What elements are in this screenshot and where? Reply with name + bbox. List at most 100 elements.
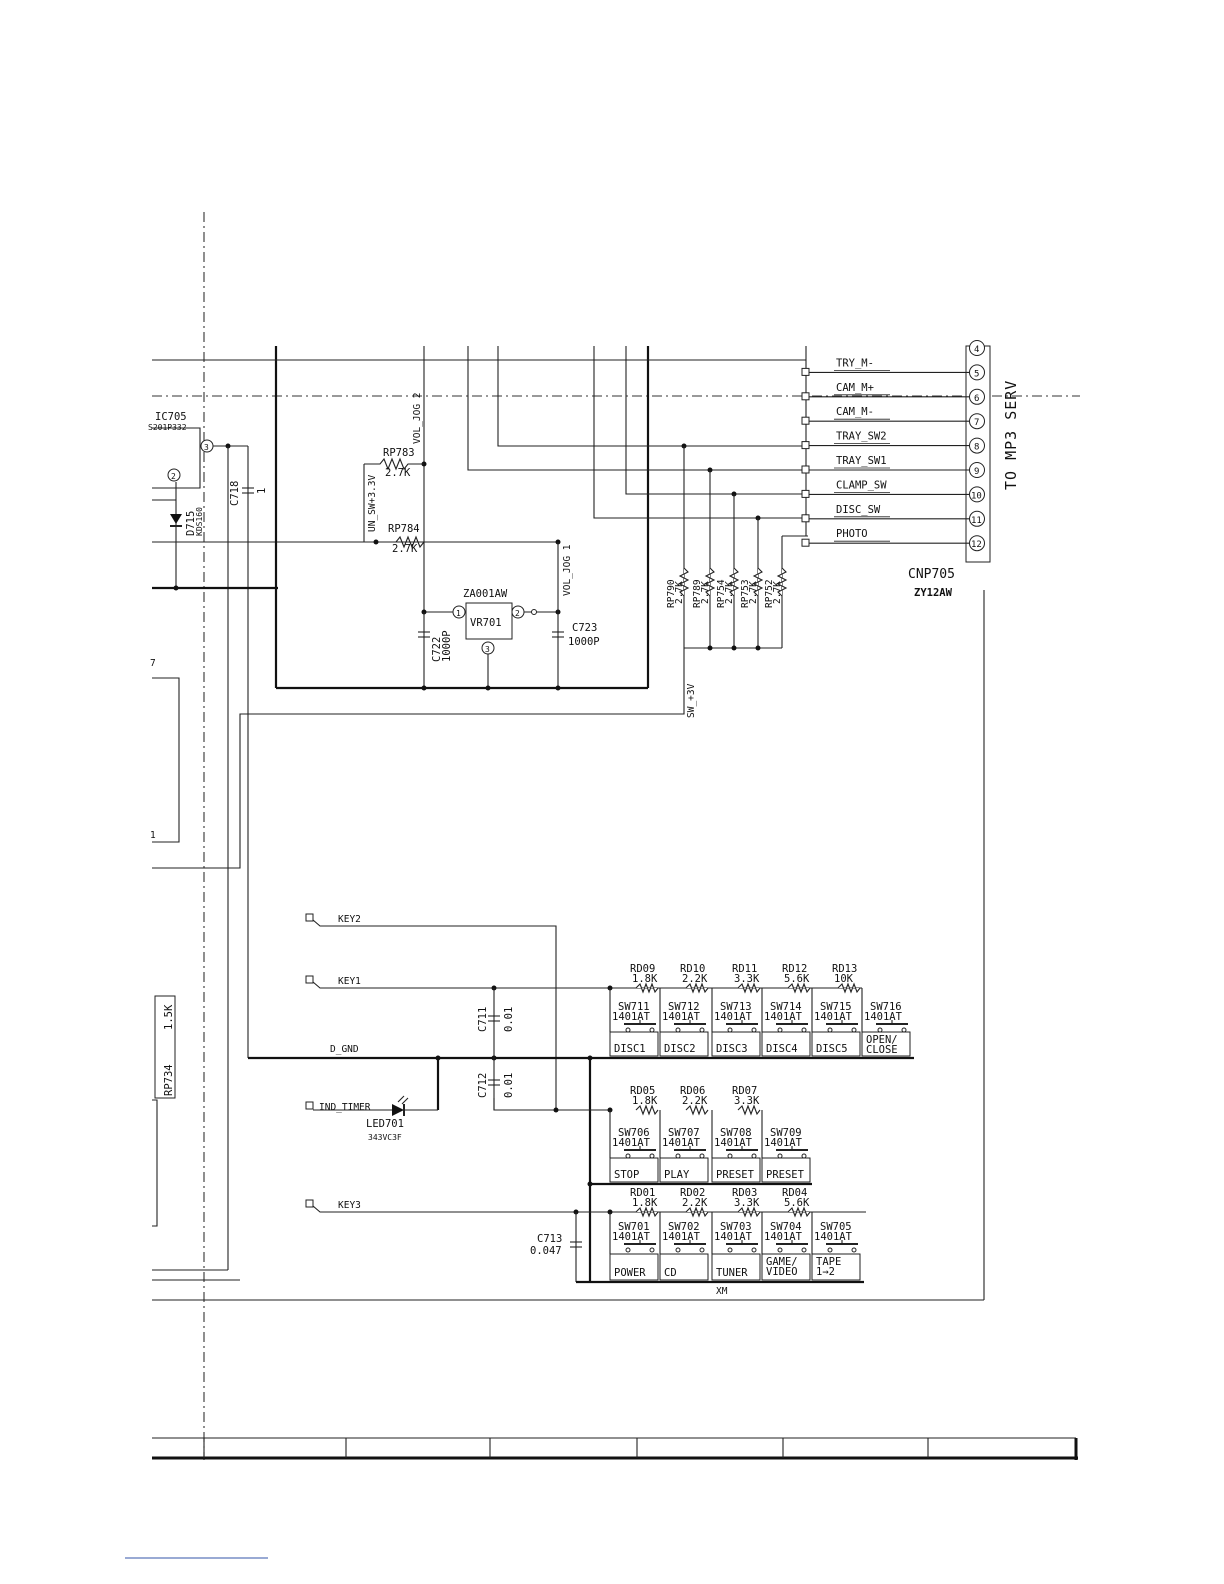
c723-ref: C723: [572, 622, 597, 634]
sheet-frame: [125, 212, 1080, 1559]
led701-part: 343VC3F: [368, 1133, 402, 1142]
switch-ref: SW709: [770, 1127, 802, 1139]
pullup-ref: RP753: [740, 579, 751, 608]
svg-text:3: 3: [485, 645, 490, 654]
switch-label-2: VIDEO: [766, 1266, 798, 1278]
switch-ref: SW707: [668, 1127, 700, 1139]
rp783-value: 2.7K: [385, 467, 411, 479]
vol-jog-2-label: VOL_JOG 2: [412, 393, 423, 444]
sw-3v-label: SW_+3V: [686, 683, 697, 718]
key3-label: KEY3: [338, 1200, 361, 1211]
resistor-value: 2.2K: [682, 1095, 708, 1107]
svg-text:4: 4: [974, 345, 979, 355]
switch-part: 1401AT: [764, 1231, 803, 1243]
svg-text:6: 6: [974, 394, 979, 404]
c712-value: 0.01: [503, 1073, 515, 1098]
pullup-ref: RP754: [716, 579, 727, 608]
cnp705-signal-label: TRY_M-: [836, 357, 874, 369]
left-fragments: 7 1 1.5K RP734: [150, 658, 240, 1281]
resistor-ref: RD05: [630, 1085, 655, 1097]
svg-text:12: 12: [971, 540, 982, 550]
ic705-ref: IC705: [155, 411, 187, 423]
resistor-value: 10K: [834, 973, 854, 985]
key-nets: KEY2 KEY1 D_GND C711 0.01 C712 0.01: [248, 913, 914, 1297]
switch-label-2: CLOSE: [866, 1044, 898, 1056]
pullup-value: 2.7K: [724, 581, 735, 604]
c711-value: 0.01: [503, 1007, 515, 1032]
svg-text:11: 11: [971, 516, 982, 526]
pullup-value: 2.7K: [674, 581, 685, 604]
switch-label: GAME/: [766, 1256, 798, 1268]
un-sw-3v3-label: UN_SW+3.3V: [367, 475, 378, 532]
c722-value: 1000P: [441, 630, 453, 662]
c718-value: 1: [256, 488, 268, 494]
rp784-ref: RP784: [388, 523, 420, 535]
switch-ref: SW701: [618, 1221, 650, 1233]
rp734-value: 1.5K: [163, 1004, 175, 1030]
switch-label: DISC1: [614, 1043, 646, 1055]
cnp705-part: ZY12AW: [914, 587, 953, 599]
pullup-value: 2.7K: [748, 581, 759, 604]
switch-ref: SW716: [870, 1001, 902, 1013]
led701-ref: LED701: [366, 1118, 404, 1130]
cnp705-signal-label: CAM_M+: [836, 382, 874, 394]
switch-part: 1401AT: [714, 1011, 753, 1023]
cnp705-destination: TO MP3 SERV: [1002, 380, 1020, 490]
c722-ref: C722: [431, 637, 443, 662]
switch-ref: SW704: [770, 1221, 802, 1233]
c713-value: 0.047: [530, 1245, 562, 1257]
key2-switch-row: RD051.8KSW7061401ATSTOPRD062.2KSW7071401…: [609, 1085, 811, 1183]
c712-ref: C712: [477, 1073, 489, 1098]
resistor-ref: RD10: [680, 963, 705, 975]
svg-text:3: 3: [204, 443, 209, 452]
key3-switch-row: RD011.8KSW7011401ATPOWERRD022.2KSW702140…: [609, 1187, 861, 1281]
switch-label-2: 1→2: [816, 1266, 835, 1278]
switch-ref: SW702: [668, 1221, 700, 1233]
cnp705-connector: TO MP3 SERV CNP705 ZY12AW: [908, 345, 1020, 599]
svg-text:10: 10: [971, 491, 982, 501]
resistor-value: 5.6K: [784, 973, 810, 985]
switch-label: TAPE: [816, 1256, 841, 1268]
resistor-ref: RD11: [732, 963, 757, 975]
pullup-ref: RP790: [666, 579, 677, 608]
switch-part: 1401AT: [662, 1011, 701, 1023]
svg-text:1: 1: [456, 609, 461, 618]
resistor-value: 1.8K: [632, 973, 658, 985]
switch-part: 1401AT: [864, 1011, 903, 1023]
d715-ref: D715: [185, 511, 197, 536]
switch-label: STOP: [614, 1169, 639, 1181]
c723-value: 1000P: [568, 636, 600, 648]
cnp705-signal-label: TRAY_SW2: [836, 431, 887, 443]
rp734-ref: RP734: [163, 1064, 175, 1096]
switch-label: DISC4: [766, 1043, 798, 1055]
switch-part: 1401AT: [612, 1011, 651, 1023]
vr701-ref: VR701: [470, 617, 502, 629]
switch-ref: SW706: [618, 1127, 650, 1139]
switch-label: TUNER: [716, 1267, 748, 1279]
switch-label: DISC2: [664, 1043, 696, 1055]
switch-part: 1401AT: [814, 1231, 853, 1243]
fragment-label-1: 1: [150, 830, 156, 841]
resistor-ref: RD03: [732, 1187, 757, 1199]
